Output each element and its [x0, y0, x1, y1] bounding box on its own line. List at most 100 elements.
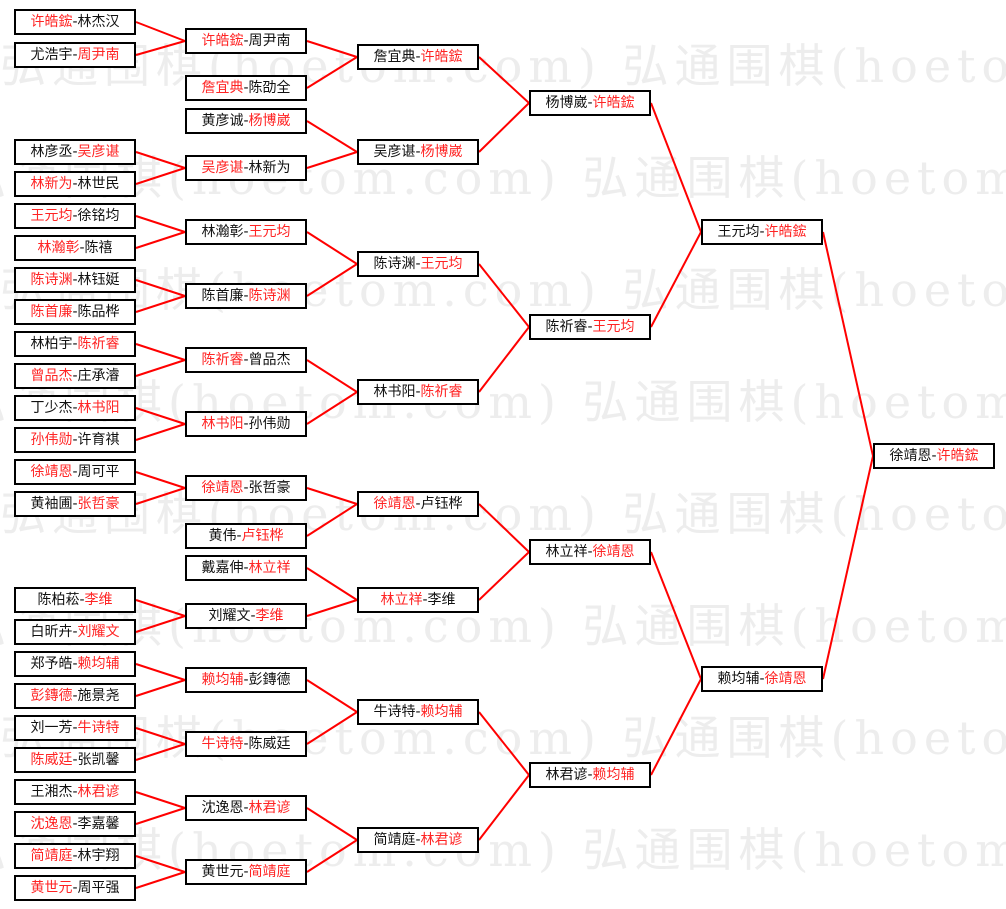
bracket-connector [135, 215, 186, 233]
separator: - [931, 448, 937, 464]
winner-name: 徐靖恩 [201, 480, 244, 496]
winner-name: 牛诗特 [201, 736, 244, 752]
bracket-connector [306, 56, 358, 89]
bracket-connector [135, 359, 186, 377]
separator: - [72, 464, 78, 480]
player-name: 黄彦诚 [201, 113, 244, 129]
separator: - [72, 752, 78, 768]
winner-name: 陈祈睿 [201, 352, 244, 368]
separator: - [72, 496, 78, 512]
match-box-round-2: 刘耀文-李维 [185, 603, 307, 629]
player-name: 许育祺 [77, 432, 120, 448]
player-name: 牛诗特 [373, 704, 416, 720]
winner-name: 赖均辅 [592, 767, 635, 783]
bracket-connector [135, 487, 186, 505]
match-box-round-2: 徐靖恩-张哲豪 [185, 475, 307, 501]
bracket-connector [306, 839, 358, 873]
winner-name: 许皓鋐 [30, 14, 73, 30]
player-name: 简靖庭 [373, 832, 416, 848]
match-box-round-2: 许皓鋐-周尹南 [185, 28, 307, 54]
player-name: 庄承濬 [77, 368, 120, 384]
bracket-connector [135, 407, 186, 425]
match-box-round-2: 詹宜典-陈劭全 [185, 75, 307, 101]
player-name: 戴嘉伸 [201, 560, 244, 576]
match-box-round-1: 王元均-徐铭均 [14, 203, 136, 229]
separator: - [72, 688, 78, 704]
separator: - [72, 176, 78, 192]
separator: - [759, 224, 765, 240]
bracket-connector [822, 455, 874, 680]
bracket-connector [650, 231, 702, 328]
match-box-round-1: 许皓鋐-林杰汉 [14, 9, 136, 35]
match-box-round-2: 牛诗特-陈威廷 [185, 731, 307, 757]
winner-name: 牛诗特 [77, 720, 120, 736]
separator: - [72, 14, 78, 30]
bracket-connector [306, 40, 358, 58]
bracket-connector [650, 551, 702, 680]
match-box-round-6: 徐靖恩-许皓鋐 [873, 443, 995, 469]
winner-name: 陈诗渊 [248, 288, 291, 304]
match-box-round-2: 林书阳-孙伟勋 [185, 411, 307, 437]
bracket-connector [135, 471, 186, 489]
winner-name: 陈祈睿 [77, 336, 120, 352]
bracket-connector [306, 711, 358, 745]
player-name: 王湘杰 [30, 784, 73, 800]
player-name: 黄伟 [208, 528, 237, 544]
winner-name: 孙伟勋 [30, 432, 73, 448]
bracket-connector [135, 855, 186, 873]
winner-name: 林新为 [30, 176, 73, 192]
separator: - [72, 816, 78, 832]
bracket-connector [135, 807, 186, 825]
match-box-round-2: 沈逸恩-林君谚 [185, 795, 307, 821]
watermark: 弘通围棋(hoetom.com) 弘通围棋(hoetom.com) [0, 151, 1006, 205]
winner-name: 林立祥 [380, 592, 423, 608]
winner-name: 许皓鋐 [420, 49, 463, 65]
separator: - [243, 113, 249, 129]
separator: - [250, 608, 256, 624]
winner-name: 曾品杰 [30, 368, 73, 384]
player-name: 白昕卉 [30, 624, 73, 640]
winner-name: 林君谚 [77, 784, 120, 800]
player-name: 刘耀文 [208, 608, 251, 624]
bracket-connector [306, 807, 358, 841]
match-box-round-2: 黄彦诚-杨博崴 [185, 108, 307, 134]
winner-name: 陈首廉 [30, 304, 73, 320]
player-name: 陈威廷 [248, 736, 291, 752]
bracket-connector [478, 711, 530, 776]
match-box-round-1: 陈诗渊-林钰娗 [14, 267, 136, 293]
bracket-connector [135, 279, 186, 297]
winner-name: 许皓鋐 [592, 95, 635, 111]
separator: - [72, 848, 78, 864]
player-name: 郑予皓 [30, 656, 73, 672]
match-box-round-1: 徐靖恩-周可平 [14, 459, 136, 485]
bracket-connector [135, 871, 186, 889]
winner-name: 李维 [84, 592, 113, 608]
bracket-connector [135, 295, 186, 313]
match-box-round-1: 曾品杰-庄承濬 [14, 363, 136, 389]
match-box-round-3: 林立祥-李维 [357, 587, 479, 613]
bracket-connector [306, 599, 358, 617]
match-box-round-2: 吴彦谌-林新为 [185, 155, 307, 181]
match-box-round-3: 吴彦谌-杨博崴 [357, 139, 479, 165]
player-name: 赖均辅 [717, 671, 760, 687]
separator: - [243, 800, 249, 816]
match-box-round-3: 陈诗渊-王元均 [357, 251, 479, 277]
winner-name: 詹宜典 [201, 80, 244, 96]
winner-name: 杨博崴 [420, 144, 463, 160]
bracket-connector [822, 231, 874, 457]
bracket-connector [135, 791, 186, 809]
player-name: 陈品桦 [77, 304, 120, 320]
match-box-round-1: 简靖庭-林宇翔 [14, 843, 136, 869]
winner-name: 林瀚彰 [37, 240, 80, 256]
separator: - [243, 480, 249, 496]
separator: - [587, 319, 593, 335]
bracket-connector [306, 263, 358, 297]
player-name: 尤浩宇 [30, 47, 73, 63]
match-box-round-1: 黄袖圃-张哲豪 [14, 491, 136, 517]
winner-name: 林君谚 [248, 800, 291, 816]
separator: - [415, 49, 421, 65]
bracket-connector [478, 774, 530, 841]
separator: - [72, 208, 78, 224]
